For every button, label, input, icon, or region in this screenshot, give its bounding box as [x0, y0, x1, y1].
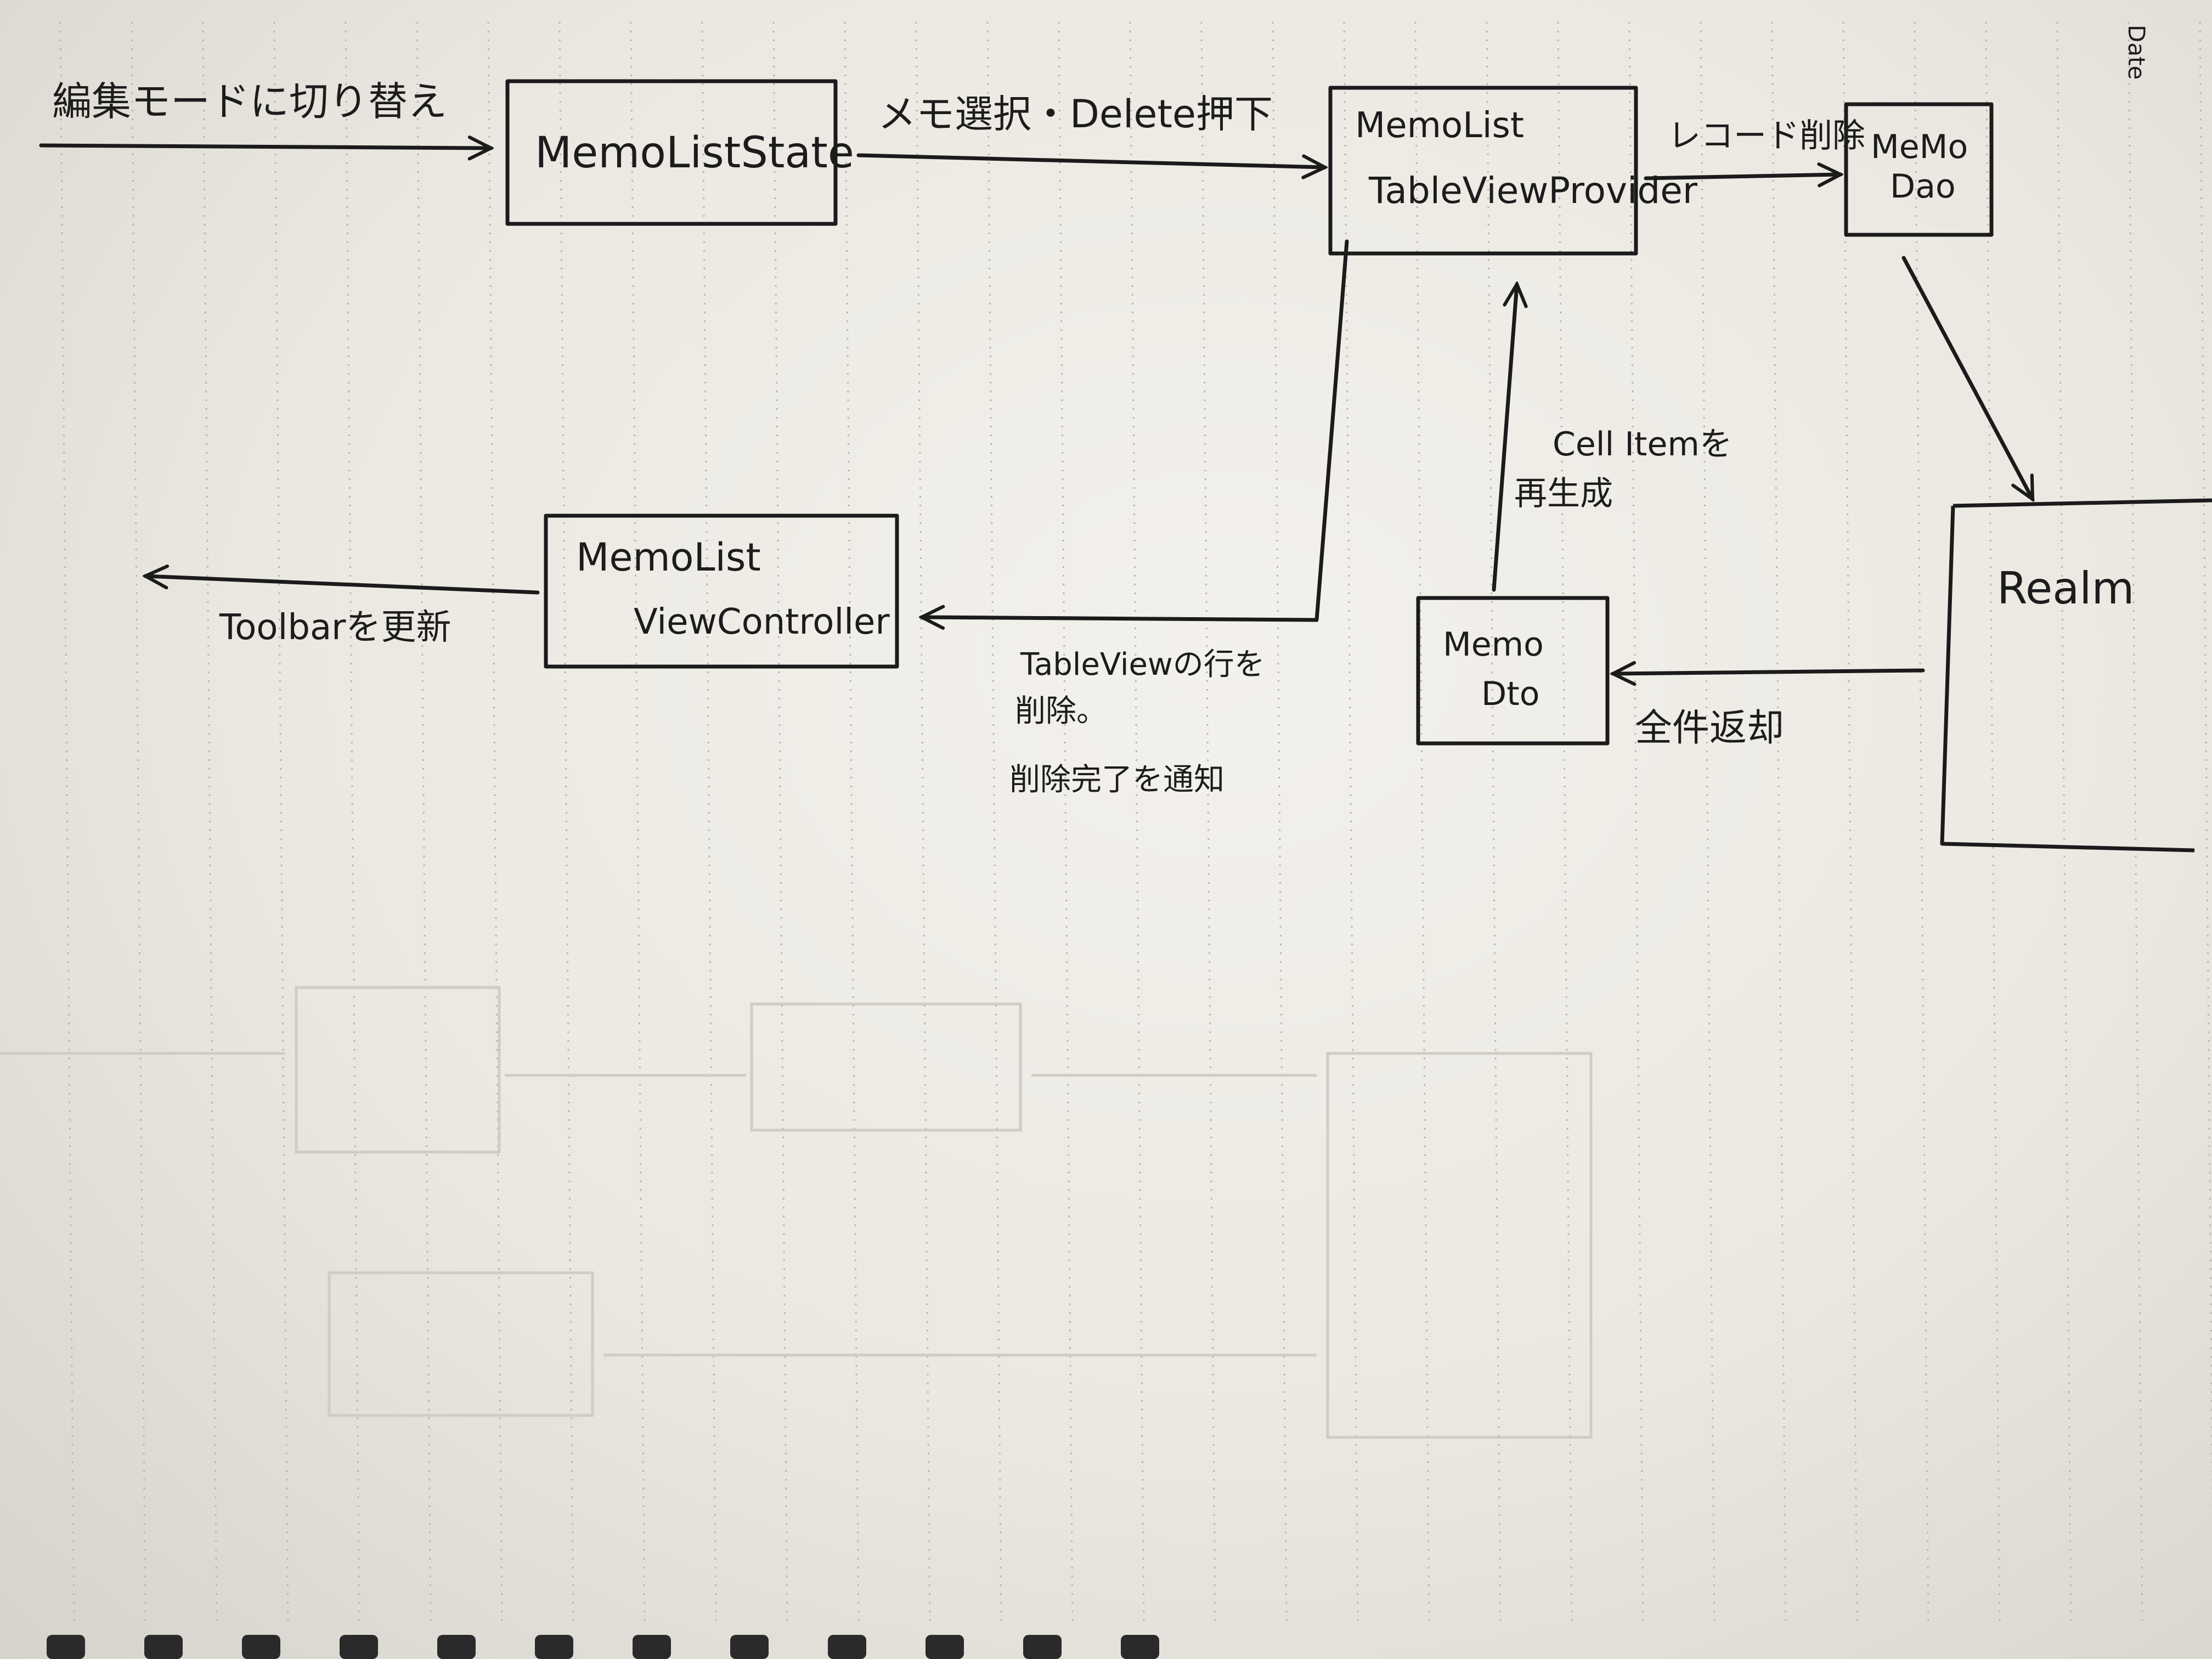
delete-complete-notify-label: 削除完了を通知 — [1009, 762, 1224, 798]
grid-rule — [915, 21, 931, 1624]
grid-rule — [1557, 21, 1573, 1624]
memo-list-view-controller-label-line2: ViewController — [634, 602, 890, 642]
table-view-provider-label-line2: TableViewProvider — [1368, 170, 1698, 212]
date-label: Date — [2123, 25, 2150, 80]
grid-rule — [1771, 21, 1787, 1624]
grid-rule — [416, 21, 432, 1624]
realm-box — [1940, 498, 2212, 853]
spiral-binding — [47, 1635, 1159, 1659]
grid-rule — [1486, 21, 1502, 1624]
binding-ring — [144, 1635, 183, 1659]
regenerate-cell-items-label-line2: 再生成 — [1514, 475, 1613, 513]
memo-list-state-label: MemoListState — [535, 128, 854, 178]
fetch-all-label: 全件返却 — [1635, 707, 1784, 750]
memo-dao-label-line1: MeMo — [1871, 128, 1968, 166]
arrow-delete-rows-notify — [922, 239, 1349, 620]
grid-rule — [131, 21, 146, 1624]
grid-rule — [1628, 21, 1644, 1624]
record-delete-label: レコード削除 — [1668, 117, 1865, 155]
regenerate-cell-items-label-line1: Cell Itemを — [1553, 425, 1733, 464]
edit-mode-switch-label: 編集モードに切り替え — [52, 78, 447, 125]
memo-dto-label-line1: Memo — [1443, 625, 1544, 664]
grid-rule — [273, 21, 289, 1624]
grid-rule — [2199, 21, 2212, 1528]
grid-rule — [487, 21, 503, 1624]
grid-rule — [986, 21, 1002, 1624]
grid-rule — [1343, 21, 1359, 1624]
memo-dao-label-line2: Dao — [1890, 167, 1956, 206]
realm-label: Realm — [1997, 563, 2134, 614]
memo-select-delete-label: メモ選択・Delete押下 — [878, 92, 1273, 137]
grid-rule — [1058, 21, 1074, 1624]
memo-list-view-controller-box — [544, 514, 899, 669]
grid-rule — [202, 21, 218, 1624]
grid-rule — [558, 21, 574, 1624]
binding-ring — [926, 1635, 964, 1659]
binding-ring — [47, 1635, 85, 1659]
grid-rule — [345, 21, 360, 1624]
binding-ring — [633, 1635, 671, 1659]
arrow-edit-mode — [39, 145, 491, 148]
memo-list-view-controller-label-line1: MemoList — [576, 535, 761, 580]
grid-rule — [844, 21, 860, 1624]
grid-rule — [1129, 21, 1145, 1624]
binding-ring — [340, 1635, 378, 1659]
grid-rule — [2128, 21, 2143, 1624]
binding-ring — [730, 1635, 769, 1659]
grid-rule — [1842, 21, 1858, 1624]
binding-ring — [1121, 1635, 1159, 1659]
arrow-regenerate-cell-items — [1492, 284, 1517, 592]
grid-rule — [630, 21, 646, 1624]
grid-rule — [1985, 21, 2001, 1624]
grid-rule — [1700, 21, 1716, 1624]
memo-dto-label-line2: Dto — [1481, 675, 1539, 713]
grid-rule — [59, 21, 75, 1624]
binding-ring — [828, 1635, 866, 1659]
grid-rule — [2056, 21, 2072, 1624]
binding-ring — [437, 1635, 476, 1659]
delete-rows-label-line2: 削除。 — [1015, 693, 1107, 729]
grid-rule — [1414, 21, 1430, 1624]
memo-dao-box — [1844, 102, 1994, 237]
arrow-update-toolbar — [145, 576, 540, 595]
show-through-ghost — [0, 986, 1593, 1439]
binding-ring — [535, 1635, 573, 1659]
grid-rule — [1272, 21, 1288, 1624]
binding-ring — [242, 1635, 280, 1659]
grid-rule — [701, 21, 717, 1624]
update-toolbar-label: Toolbarを更新 — [219, 607, 451, 648]
arrow-dao-to-realm — [1901, 256, 2035, 499]
arrow-record-delete — [1644, 174, 1841, 178]
arrow-memo-select-delete — [856, 153, 1325, 167]
arrow-fetch-all — [1613, 670, 1925, 674]
table-view-provider-box — [1328, 86, 1638, 256]
binding-ring — [1023, 1635, 1062, 1659]
grid-rule — [1200, 21, 1216, 1624]
dotted-grid — [59, 21, 2212, 1624]
delete-rows-label-line1: TableViewの行を — [1020, 647, 1265, 682]
memo-dto-box — [1416, 596, 1610, 746]
table-view-provider-label-line1: MemoList — [1355, 105, 1524, 146]
memo-list-state-box — [505, 79, 838, 226]
grid-rule — [772, 21, 788, 1624]
grid-rule — [1914, 21, 1929, 1624]
